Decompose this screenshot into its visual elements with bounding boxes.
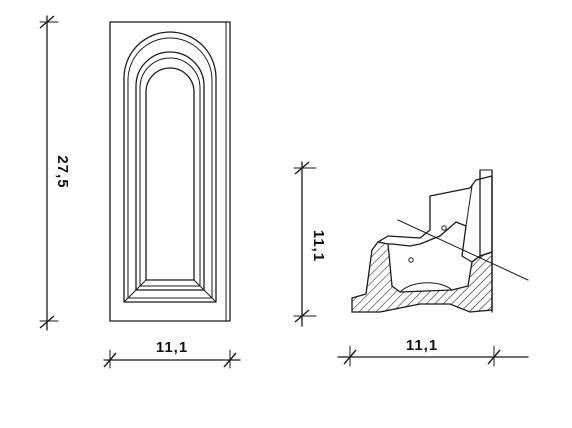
panel-width-label: 11,1 xyxy=(156,339,188,356)
panel-height-label: 27,5 xyxy=(54,155,71,188)
profile-section-view xyxy=(351,169,529,313)
panel-height-dimension: 27,5 xyxy=(39,15,71,331)
section-height-dimension: 11,1 xyxy=(293,161,327,327)
panel-width-dimension: 11,1 xyxy=(103,339,241,369)
section-width-label: 11,1 xyxy=(406,337,438,354)
panel-front-view xyxy=(109,21,231,322)
section-width-dimension: 11,1 xyxy=(337,337,529,367)
section-height-label: 11,1 xyxy=(310,230,327,262)
